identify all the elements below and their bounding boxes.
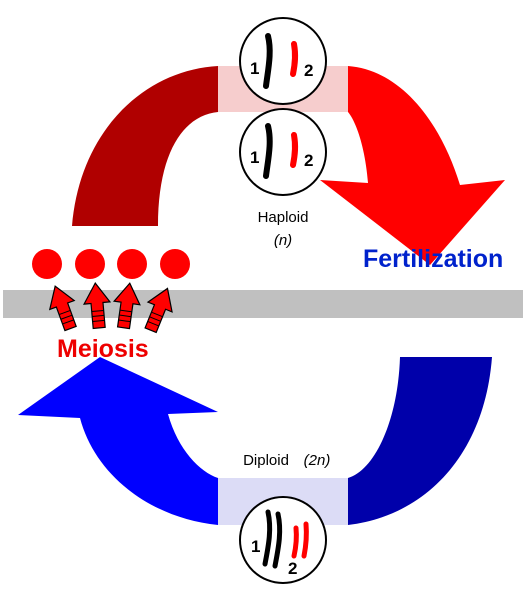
gamete-dot: [32, 249, 62, 279]
haploid-arc-left: [72, 66, 218, 226]
diploid-stage-arrow: [18, 357, 492, 525]
haploid-arc-right: [320, 66, 505, 265]
meiosis-label: Meiosis: [57, 335, 149, 363]
chromosome-1: [263, 33, 273, 89]
chromosome-1: [262, 509, 273, 567]
meiosis-small-arrows: [48, 281, 173, 334]
chromosome-2-number: 2: [288, 559, 297, 578]
haploid-cell-bottom: 1 2: [239, 108, 327, 196]
haploid-ploidy-label: (n): [274, 232, 292, 249]
haploid-label: Haploid: [258, 209, 309, 226]
diploid-arc-left: [18, 357, 218, 525]
chromosome-1-number: 1: [250, 59, 259, 78]
diploid-cell: 1 2: [239, 496, 327, 584]
membrane-bar: [3, 290, 523, 318]
chromosome-1-pair: [272, 511, 283, 569]
meiosis-products: [32, 249, 190, 279]
small-arrow: [112, 282, 141, 330]
chromosome-1: [263, 123, 273, 179]
chromosome-2: [291, 525, 299, 559]
chromosome-1-number: 1: [251, 537, 260, 556]
chromosome-2-number: 2: [304, 151, 313, 170]
small-arrow: [144, 287, 173, 334]
small-arrow: [83, 281, 112, 330]
chromosome-1-number: 1: [250, 148, 259, 167]
haploid-cell-top: 1 2: [239, 17, 327, 105]
chromosome-2: [290, 41, 299, 77]
gamete-dot: [160, 249, 190, 279]
gamete-dot: [117, 249, 147, 279]
gamete-dot: [75, 249, 105, 279]
diploid-arc-right: [348, 357, 492, 525]
chromosome-2: [290, 132, 299, 168]
chromosome-2-number: 2: [304, 61, 313, 80]
small-arrow: [48, 285, 77, 332]
chromosome-2-pair: [301, 521, 309, 559]
diploid-label: Diploid: [243, 452, 289, 469]
diploid-ploidy-label: (2n): [304, 452, 331, 469]
fertilization-label: Fertilization: [363, 245, 503, 273]
